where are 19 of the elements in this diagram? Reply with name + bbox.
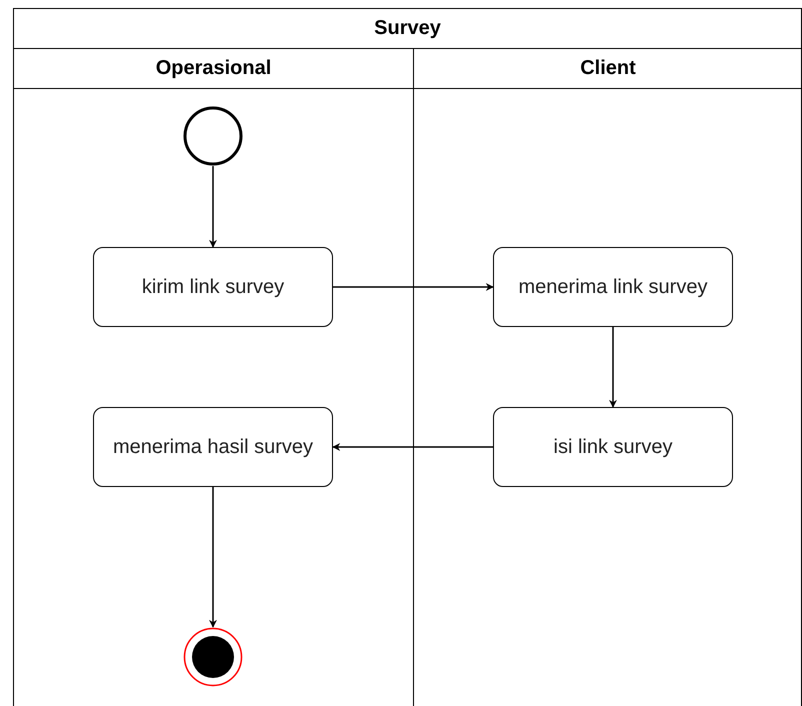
activity-box — [493, 407, 733, 487]
activity-box — [93, 407, 333, 487]
initial-node — [183, 106, 243, 166]
pool-title: Survey — [374, 17, 441, 40]
lane-title: Client — [580, 57, 636, 80]
activity-label: isi link survey — [554, 435, 672, 459]
activity-label: menerima hasil survey — [112, 435, 314, 459]
activity-box — [93, 247, 333, 327]
activity-label: menerima link survey — [518, 275, 708, 299]
activity-label: kirim link survey — [142, 275, 284, 299]
final-node — [183, 627, 243, 687]
activity-box — [493, 247, 733, 327]
pool-frame — [13, 8, 802, 706]
arrow — [609, 327, 617, 408]
lane-title: Operasional — [156, 57, 272, 80]
arrow — [209, 166, 217, 248]
arrow — [333, 283, 494, 291]
arrow — [332, 443, 493, 451]
arrow — [209, 487, 217, 628]
